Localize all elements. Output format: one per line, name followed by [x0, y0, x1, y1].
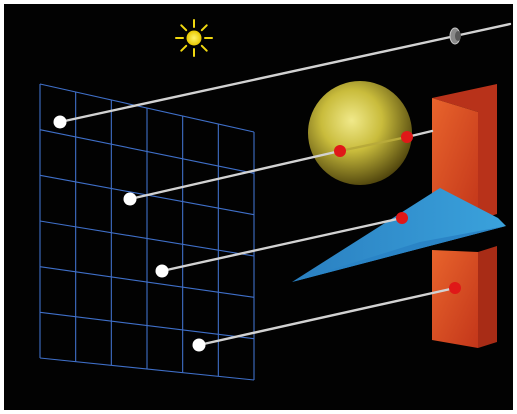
eye-icon — [449, 27, 461, 45]
panel-side — [432, 84, 497, 220]
vertical-panel — [432, 84, 497, 348]
grid-row-line — [39, 357, 255, 381]
sun-ray — [200, 44, 208, 52]
panel-front-lower — [432, 250, 478, 348]
panel-front-upper — [432, 98, 478, 220]
rays — [58, 22, 512, 347]
pixel-point-1 — [53, 115, 67, 129]
hit-point-panel — [449, 282, 461, 294]
ray-3 — [160, 216, 404, 273]
triangle-plane — [292, 188, 506, 282]
pixel-grid — [39, 83, 255, 381]
pixel-point-4 — [192, 338, 206, 352]
grid-row-line — [39, 83, 255, 133]
sun-ray — [200, 24, 208, 32]
pixel-points — [53, 115, 206, 352]
triangle-plane-underside — [292, 226, 506, 282]
hit-point-sphere — [334, 145, 346, 157]
sun-icon — [175, 19, 213, 57]
ray-4 — [197, 286, 457, 347]
ray-2 — [128, 149, 342, 201]
sun-core — [186, 30, 202, 46]
pixel-point-3 — [155, 264, 169, 278]
grid-row-line — [39, 266, 255, 298]
sphere — [308, 81, 412, 185]
hit-point-triangle — [396, 212, 408, 224]
hit-points — [334, 131, 461, 294]
hit-point-sphere-back — [401, 131, 413, 143]
grid-row-line — [39, 220, 255, 257]
sun-ray — [180, 24, 188, 32]
grid-row-line — [39, 311, 255, 340]
ray-2-reflection — [338, 135, 409, 153]
sun-ray — [180, 44, 188, 52]
pixel-point-2 — [123, 192, 137, 206]
grid-row-line — [39, 129, 255, 174]
ray-1 — [58, 34, 457, 124]
panel-side-lower — [478, 246, 497, 348]
ray-1-extension — [453, 22, 512, 38]
